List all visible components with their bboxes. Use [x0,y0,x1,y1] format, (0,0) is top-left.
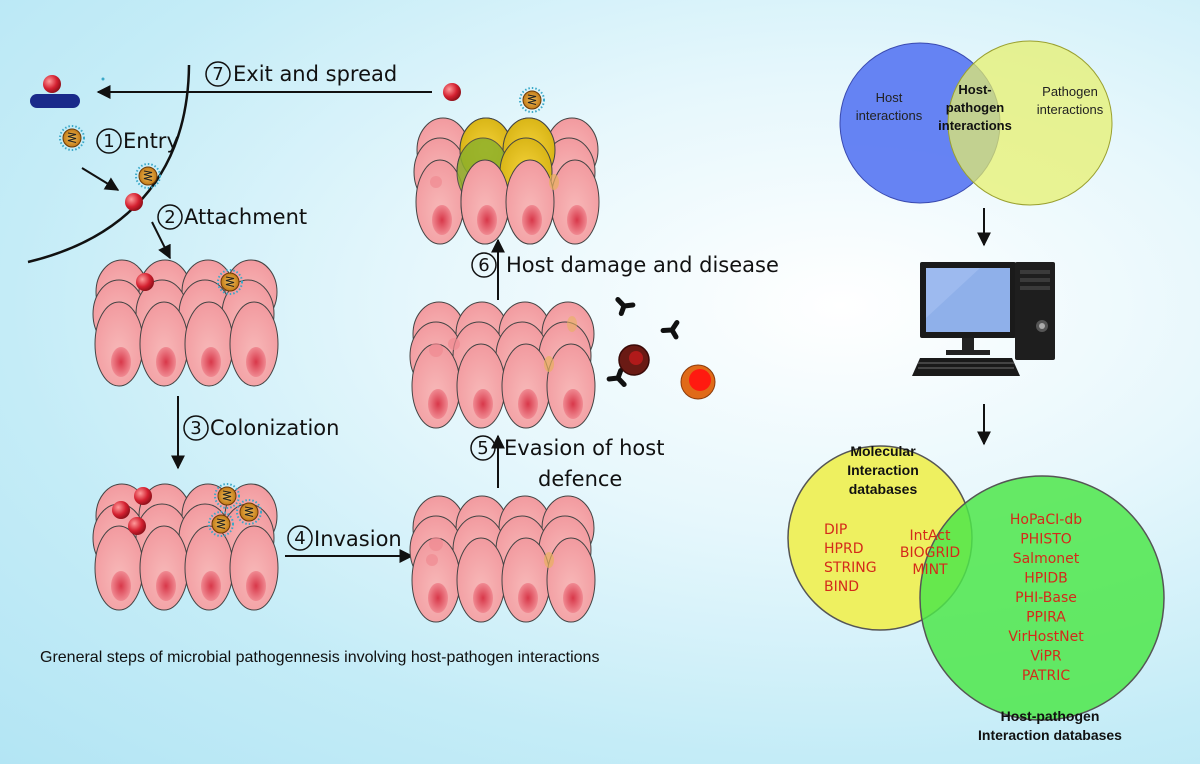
db-left-item-2: STRING [824,560,877,576]
cell-cluster-attachment [92,259,279,387]
db-right-item-8: PATRIC [1022,668,1070,684]
db-left-title-line-1: Interaction [847,462,919,478]
step-5-number: 5 [477,438,488,459]
db-right-title-line-1: Interaction databases [978,727,1122,743]
db-left-item-1: HPRD [824,541,863,557]
step-1-label: Entry [123,129,179,153]
entering-bacterium-icon [125,193,143,211]
db-shared-item-0: IntAct [909,528,951,544]
db-right-item-1: PHISTO [1020,532,1072,548]
step-3-label: Colonization [210,416,339,440]
exiting-virus-icon [519,87,545,113]
db-right-item-7: ViPR [1030,649,1062,665]
host-pathogen-venn: Host interactions Host- pathogen interac… [839,40,1113,206]
step-4-label: Invasion [314,527,402,551]
venn-center-line1: Host- [958,82,991,97]
small-dot-icon [101,77,105,81]
step-7-number: 7 [212,64,223,85]
blue-capsule-icon [30,94,80,108]
antibody-icon-1 [615,297,636,317]
entry-virus-icon [59,125,85,151]
step-6-number-circle [471,252,497,278]
db-shared-item-2: MINT [912,562,948,578]
released-bacterium-icon [43,75,61,93]
host-membrane-curve [27,64,191,264]
venn-right-line2: interactions [1037,102,1104,117]
db-right-item-4: PHI-Base [1015,590,1077,606]
db-left-item-3: BIND [824,579,859,595]
venn-left-line2: interactions [856,108,923,123]
entering-virus-icon [135,163,161,189]
db-right-item-5: PPIRA [1026,610,1066,626]
entry-arrow [81,167,120,191]
antibody-icon-3 [606,367,627,387]
step-4-number-circle [287,525,313,551]
db-right-item-0: HoPaCI-db [1010,512,1082,528]
diagram-caption: Greneral steps of microbial pathogennesi… [40,649,599,666]
step-3-number: 3 [190,418,201,439]
attachment-arrow [151,221,171,260]
immune-cell-orange-icon [680,364,716,400]
venn-center-line3: interactions [938,118,1012,133]
db-right-item-3: HPIDB [1024,571,1067,587]
step-5-label-line2: defence [538,467,622,491]
computer-icon [912,262,1055,376]
venn-left-line1: Host [876,90,903,105]
db-right-title-line-0: Host-pathogen [1001,708,1100,724]
step-3-number-circle [183,415,209,441]
db-left-items: DIP HPRD STRING BIND [824,522,877,595]
antibody-icon-2 [660,320,680,340]
cell-cluster-damage [413,117,600,245]
step-4-number: 4 [294,528,305,549]
db-left-title-line-2: databases [849,481,918,497]
database-venn [787,445,1165,721]
immune-cell-dark-icon [618,344,650,376]
step-7-label: Exit and spread [233,62,397,86]
venn-center-line2: pathogen [946,100,1005,115]
cell-cluster-colonization [92,483,279,611]
db-right-item-6: VirHostNet [1008,629,1084,645]
step-1-number-circle [96,128,122,154]
step-2-number-circle [157,204,183,230]
step-1-number: 1 [103,131,114,152]
step-6-number: 6 [478,255,489,276]
step-6-label: Host damage and disease [506,253,779,277]
exiting-bacterium-icon [443,83,461,101]
db-shared-item-1: BIOGRID [900,545,960,561]
step-5-number-circle [470,435,496,461]
step-2-label: Attachment [184,205,307,229]
venn-right-line1: Pathogen [1042,84,1098,99]
cell-cluster-evasion [409,301,596,429]
db-left-title-line-0: Molecular [850,443,916,459]
db-left-item-0: DIP [824,522,847,538]
db-right-item-2: Salmonet [1013,551,1080,567]
step-5-label-line1: Evasion of host [504,436,664,460]
step-2-number: 2 [164,207,175,228]
step-7-number-circle [205,61,231,87]
cell-cluster-invasion [409,495,596,623]
